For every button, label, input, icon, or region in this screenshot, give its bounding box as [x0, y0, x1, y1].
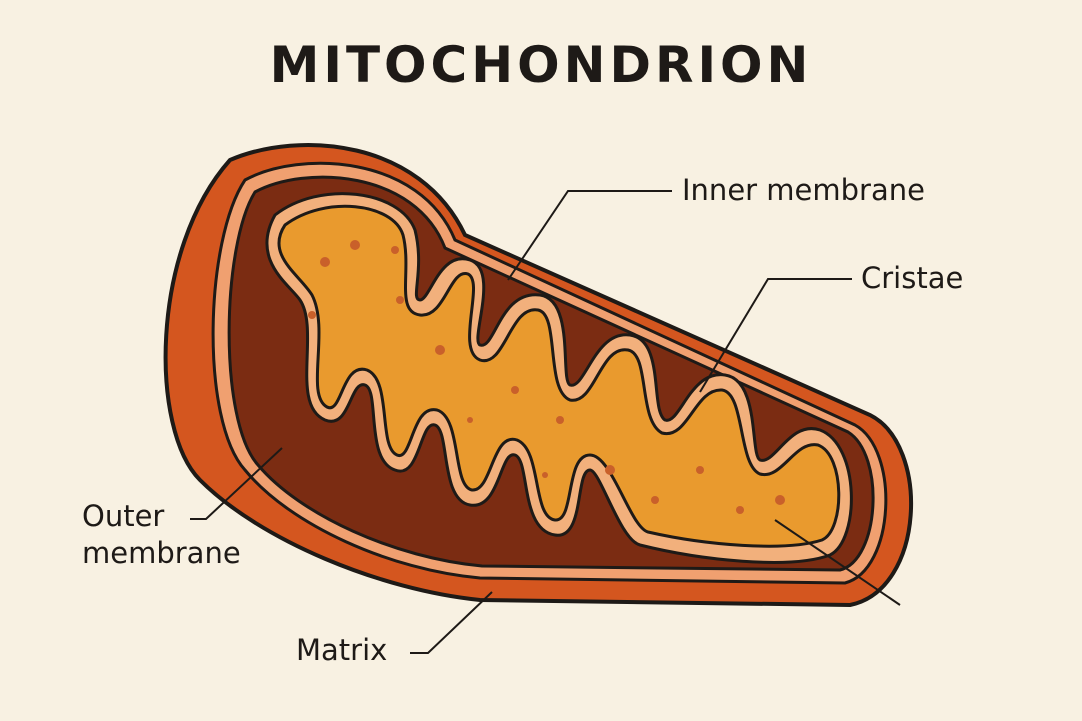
leader-cristae	[699, 278, 852, 393]
diagram-title: MITOCHONDRION	[269, 36, 813, 94]
leader-matrix	[410, 591, 493, 654]
matrix	[277, 204, 841, 548]
label-inner-membrane: Inner membrane	[682, 173, 925, 207]
leader-matrix-interior	[774, 519, 901, 606]
label-cristae: Cristae	[861, 261, 964, 295]
leader-outer-membrane	[190, 447, 283, 520]
label-outer-membrane-line1: Outer	[82, 499, 165, 533]
leader-lines	[190, 190, 901, 654]
label-matrix: Matrix	[296, 633, 388, 667]
leader-inner-membrane	[507, 190, 672, 281]
label-outer-membrane-line2: membrane	[82, 536, 241, 570]
matrix-granules	[308, 240, 785, 514]
